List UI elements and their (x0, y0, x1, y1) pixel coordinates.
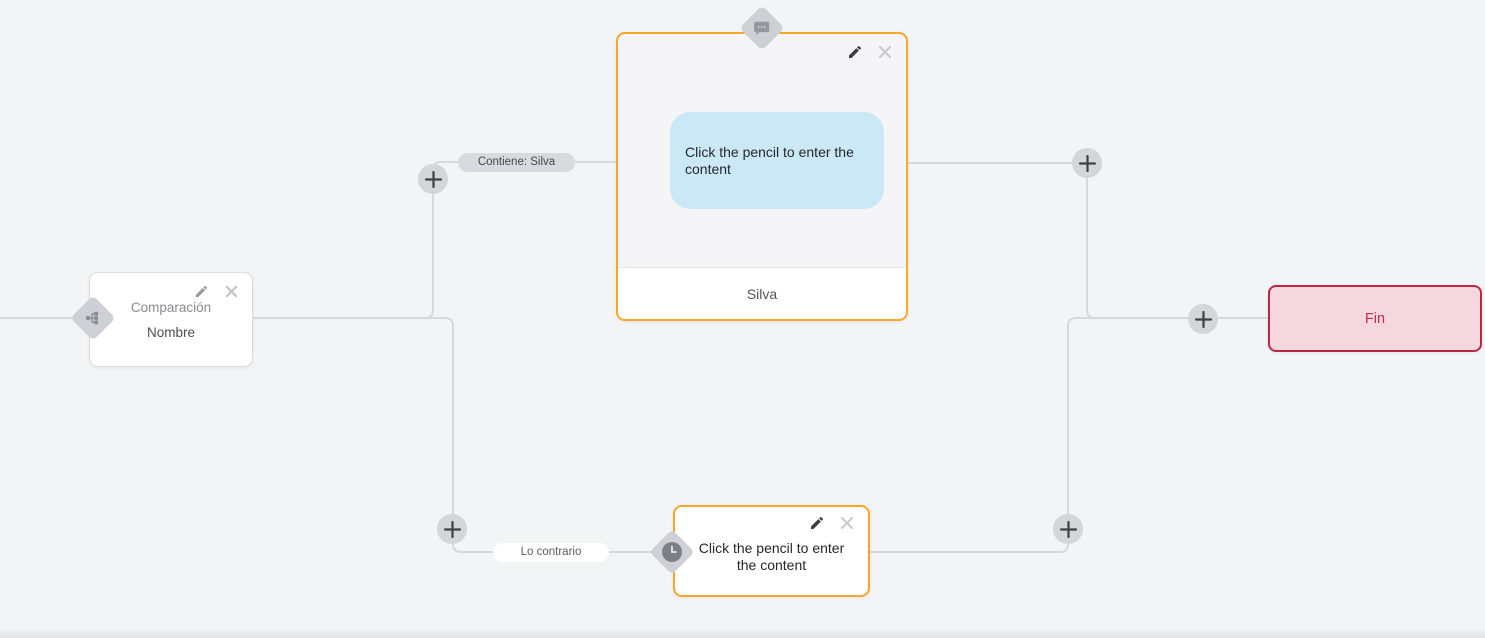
edit-pencil-icon[interactable] (809, 515, 825, 531)
edge-label-lo-contrario: Lo contrario (493, 543, 609, 562)
add-step-button[interactable] (418, 164, 448, 194)
edge-condition-to-fallback (253, 317, 655, 553)
end-label: Fin (1364, 310, 1386, 327)
close-icon[interactable] (877, 44, 893, 60)
condition-port[interactable] (70, 295, 116, 341)
plus-icon (1078, 154, 1096, 172)
plus-icon (443, 520, 461, 538)
edge-fallback-to-end (870, 317, 1110, 553)
message-footer: Silva (618, 267, 906, 319)
close-icon[interactable] (223, 283, 239, 299)
condition-title: Comparación (130, 300, 212, 315)
message-icon (753, 20, 771, 37)
plus-icon (1059, 520, 1077, 538)
fallback-node-card[interactable]: Click the pencil to enter the content (673, 505, 870, 597)
edge-label-contiene-silva: Contiene: Silva (458, 153, 575, 172)
add-step-button[interactable] (1188, 304, 1218, 334)
fallback-placeholder-text: Click the pencil to enter the content (698, 540, 845, 573)
end-node-card[interactable]: Fin (1268, 285, 1482, 352)
message-footer-label: Silva (746, 285, 778, 302)
add-step-button[interactable] (437, 514, 467, 544)
add-step-button[interactable] (1053, 514, 1083, 544)
close-icon[interactable] (839, 515, 855, 531)
plus-icon (1194, 310, 1212, 328)
branch-icon (85, 310, 101, 326)
condition-node-card[interactable]: Comparación Nombre (89, 272, 253, 367)
message-bubble: Click the pencil to enter the content (670, 112, 884, 209)
fallback-port[interactable] (649, 529, 695, 575)
add-step-button[interactable] (1072, 148, 1102, 178)
condition-variable: Nombre (146, 325, 195, 340)
edit-pencil-icon[interactable] (193, 283, 209, 299)
edge-message-to-end (908, 162, 1268, 319)
plus-icon (424, 170, 442, 188)
message-port[interactable] (739, 5, 785, 51)
message-placeholder-text: Click the pencil to enter the content (685, 144, 854, 177)
message-node-card[interactable]: Click the pencil to enter the content Si… (616, 32, 908, 321)
edit-pencil-icon[interactable] (847, 44, 863, 60)
clock-icon (661, 541, 683, 563)
